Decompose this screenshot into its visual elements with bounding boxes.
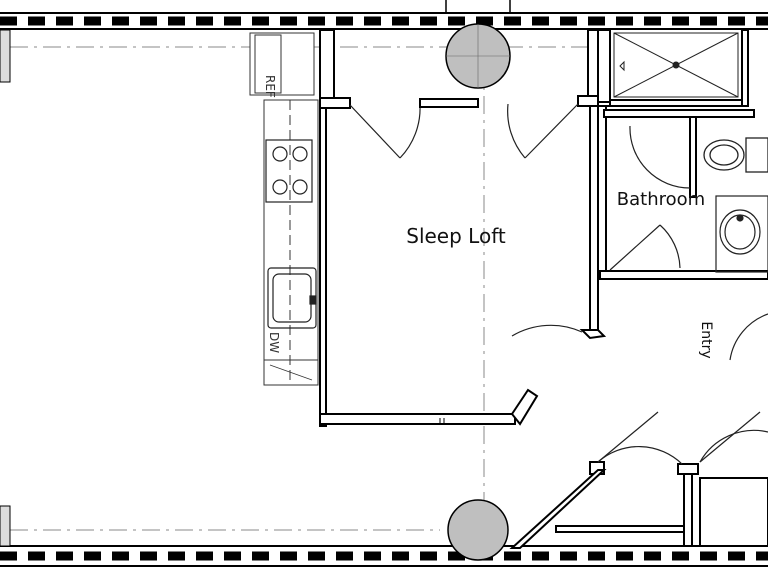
dw-label: DW xyxy=(267,332,281,353)
toilet xyxy=(703,137,768,173)
interior-walls xyxy=(319,29,768,549)
column-top xyxy=(445,23,511,89)
bathroom-label: Bathroom xyxy=(617,189,705,210)
ref-label: REF xyxy=(263,75,277,98)
top-exterior-wall xyxy=(0,12,768,30)
kitchen-sink xyxy=(267,267,317,329)
kitchen-counter xyxy=(249,32,319,386)
column-bottom xyxy=(447,499,509,561)
bottom-exterior-wall xyxy=(0,545,768,567)
entry-label: Entry xyxy=(698,321,714,358)
bathroom-sink xyxy=(715,195,768,273)
left-wall-stub-bottom xyxy=(0,505,11,547)
sleep-loft-label: Sleep Loft xyxy=(406,224,506,248)
center-lines xyxy=(10,30,600,545)
doors xyxy=(349,98,768,465)
left-wall-stub-top xyxy=(0,29,11,83)
shower xyxy=(613,32,739,98)
cooktop xyxy=(265,139,313,203)
